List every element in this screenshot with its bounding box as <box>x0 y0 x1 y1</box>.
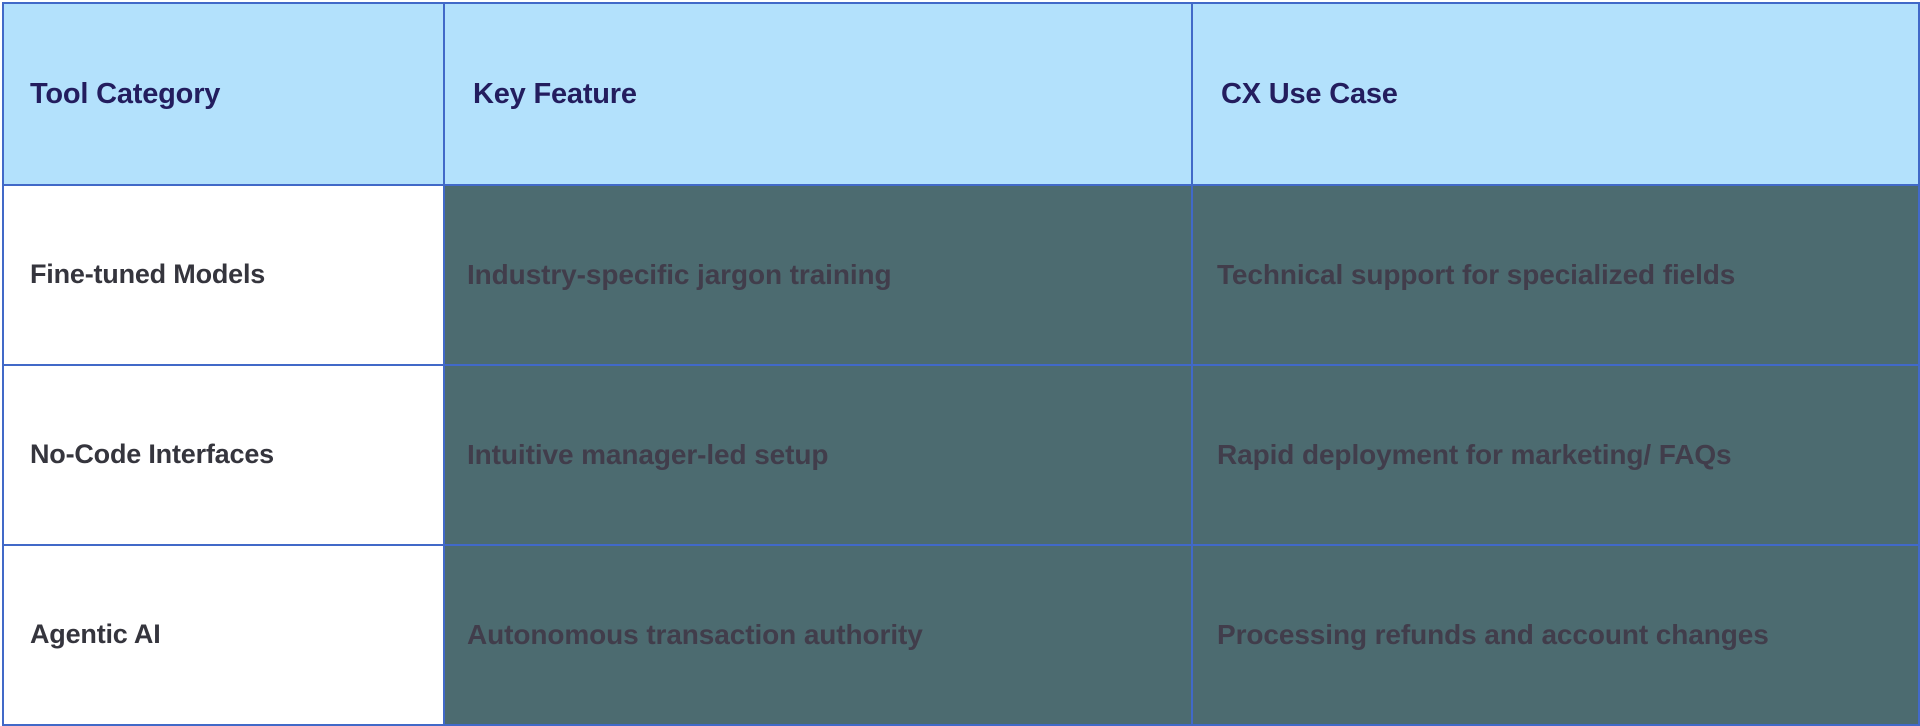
cx-use-case-text: Technical support for specialized fields <box>1217 259 1736 291</box>
cell-key-feature: Industry-specific jargon training <box>443 184 1193 366</box>
column-header-tool-category: Tool Category <box>2 2 445 186</box>
column-header-key-feature: Key Feature <box>443 2 1193 186</box>
key-feature-text: Industry-specific jargon training <box>467 259 892 291</box>
key-feature-text: Intuitive manager-led setup <box>467 439 829 471</box>
cx-use-case-text: Processing refunds and account changes <box>1217 619 1769 651</box>
cell-key-feature: Autonomous transaction authority <box>443 544 1193 726</box>
column-header-cx-use-case: CX Use Case <box>1191 2 1920 186</box>
cell-key-feature: Intuitive manager-led setup <box>443 364 1193 546</box>
cell-tool-category: No-Code Interfaces <box>2 364 445 546</box>
cell-tool-category: Fine-tuned Models <box>2 184 445 366</box>
table-row: Agentic AI Autonomous transaction author… <box>2 544 1920 726</box>
cell-cx-use-case: Technical support for specialized fields <box>1191 184 1920 366</box>
table-row: Fine-tuned Models Industry-specific jarg… <box>2 184 1920 366</box>
cell-cx-use-case: Processing refunds and account changes <box>1191 544 1920 726</box>
cx-use-case-text: Rapid deployment for marketing/ FAQs <box>1217 439 1732 471</box>
table-header: Tool Category Key Feature CX Use Case <box>2 2 1920 186</box>
cell-cx-use-case: Rapid deployment for marketing/ FAQs <box>1191 364 1920 546</box>
table-body: Fine-tuned Models Industry-specific jarg… <box>2 184 1920 726</box>
key-feature-text: Autonomous transaction authority <box>467 619 923 651</box>
table-header-row: Tool Category Key Feature CX Use Case <box>2 2 1920 186</box>
table-row: No-Code Interfaces Intuitive manager-led… <box>2 364 1920 546</box>
cell-tool-category: Agentic AI <box>2 544 445 726</box>
